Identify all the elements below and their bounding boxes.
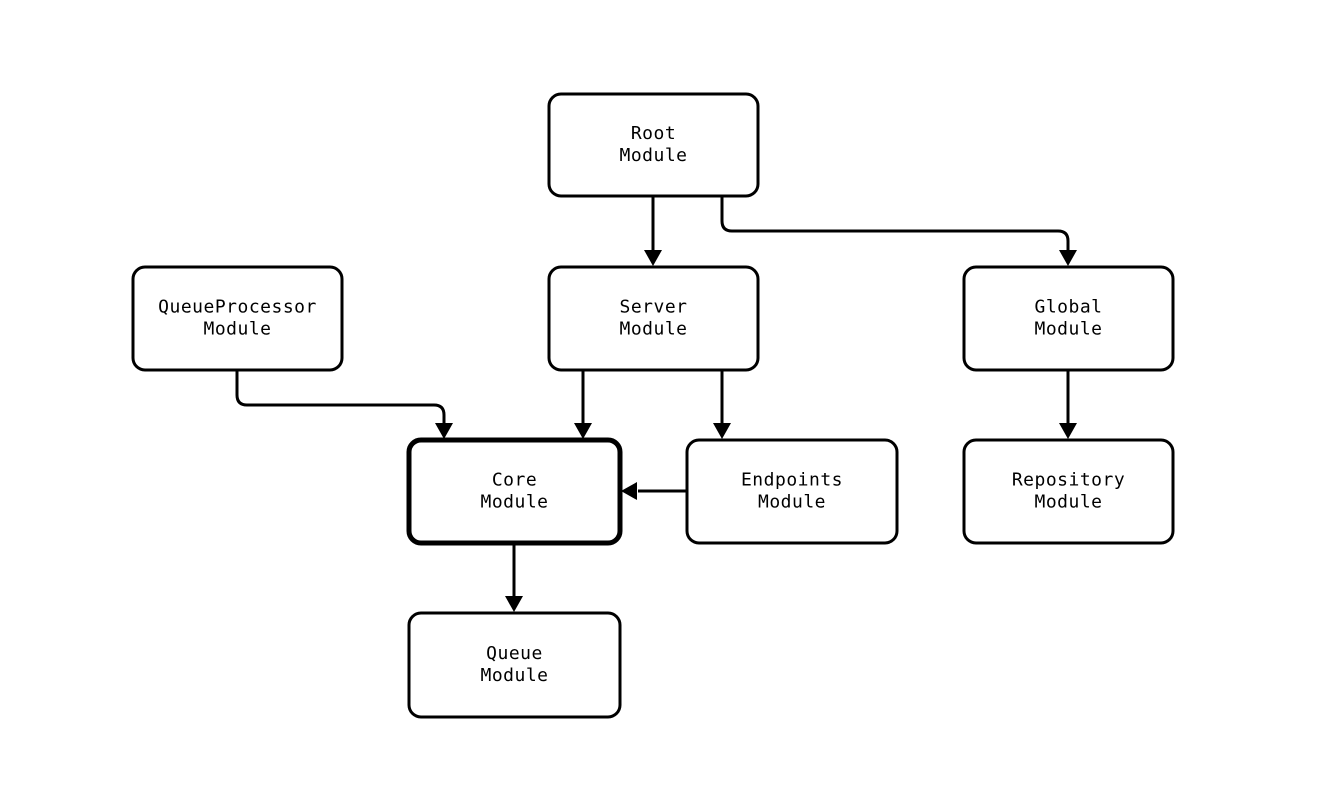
node-label-line1: Server xyxy=(619,297,687,318)
arrowhead-icon xyxy=(1059,250,1077,266)
node-shape xyxy=(547,92,760,198)
edge-global-to-repository xyxy=(1059,370,1077,439)
arrowhead-icon xyxy=(713,423,731,439)
nodes-layer: RootModuleQueueProcessorModuleServerModu… xyxy=(131,92,1175,719)
edge-server-to-endpoints xyxy=(713,370,731,439)
edge-line xyxy=(235,370,446,423)
node-label-line2: Module xyxy=(619,145,687,166)
edge-root-to-global xyxy=(720,196,1077,266)
node-label-line1: Root xyxy=(631,123,676,144)
node-label-line2: Module xyxy=(1034,492,1102,513)
edge-server-to-core xyxy=(574,370,592,439)
edge-root-to-server xyxy=(644,196,662,266)
arrowhead-icon xyxy=(644,250,662,266)
node-shape xyxy=(406,437,623,546)
arrowhead-icon xyxy=(505,596,523,612)
node-shape xyxy=(547,265,760,372)
node-shape xyxy=(685,438,899,545)
edges-layer xyxy=(235,196,1077,612)
arrowhead-icon xyxy=(621,482,637,500)
node-label-line2: Module xyxy=(480,665,548,686)
node-label-line2: Module xyxy=(480,492,548,513)
node-label-line2: Module xyxy=(758,492,826,513)
node-shape xyxy=(962,438,1175,545)
node-shape xyxy=(962,265,1175,372)
node-label-line1: Global xyxy=(1034,297,1102,318)
node-label-line2: Module xyxy=(203,319,271,340)
arrowhead-icon xyxy=(435,423,453,439)
node-label-line1: Endpoints xyxy=(741,470,843,491)
edge-endpoints-to-core xyxy=(621,482,687,500)
edge-queueprocessor-to-core xyxy=(235,370,453,439)
arrowhead-icon xyxy=(1059,423,1077,439)
node-label-line2: Module xyxy=(619,319,687,340)
node-shape xyxy=(407,611,622,719)
node-label-line1: Queue xyxy=(486,643,543,664)
node-label-line1: Core xyxy=(492,470,537,491)
node-label-line1: QueueProcessor xyxy=(158,297,317,318)
node-shape xyxy=(131,265,344,372)
node-label-line1: Repository xyxy=(1012,470,1125,491)
node-label-line2: Module xyxy=(1034,319,1102,340)
edge-line xyxy=(720,196,1070,250)
arrowhead-icon xyxy=(574,423,592,439)
edge-core-to-queue xyxy=(505,543,523,612)
